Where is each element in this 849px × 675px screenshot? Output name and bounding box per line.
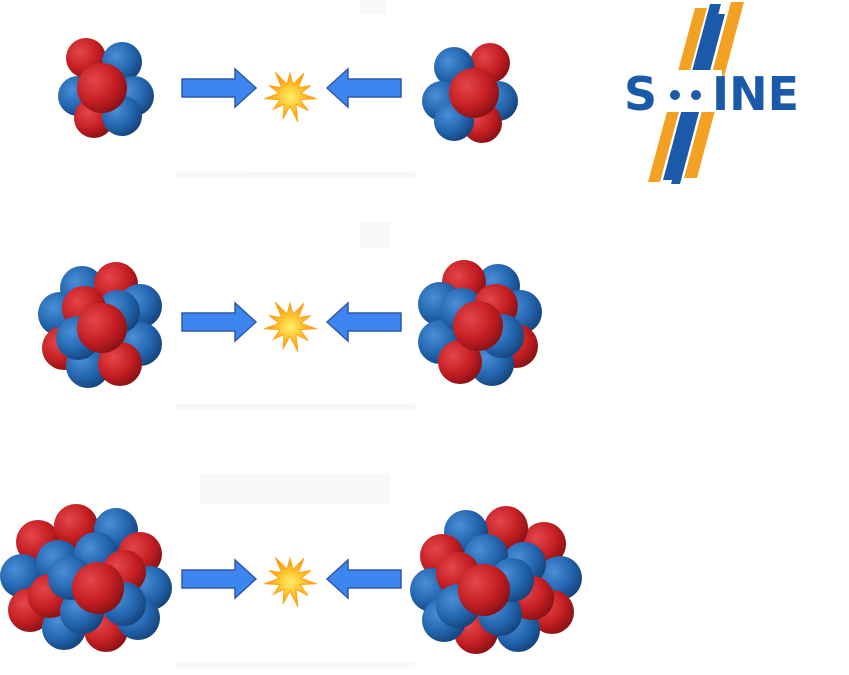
- proton-sphere: [77, 63, 127, 113]
- right-nucleus: [410, 506, 582, 654]
- collision-burst-icon: [264, 556, 317, 608]
- small-nuclei-collision: [58, 38, 518, 143]
- left-arrow: [325, 67, 402, 109]
- logo-text-right: INE: [712, 67, 799, 121]
- logo-dot: [691, 90, 701, 100]
- proton-sphere: [72, 562, 124, 614]
- left-nucleus: [38, 262, 162, 388]
- logo-text-left: S: [624, 67, 657, 121]
- large-nuclei-collision: [0, 504, 582, 654]
- right-nucleus: [418, 260, 542, 386]
- medium-nuclei-collision: [38, 260, 542, 388]
- proton-sphere: [438, 340, 482, 384]
- logo-dot: [670, 90, 680, 100]
- right-arrow: [181, 558, 258, 600]
- proton-sphere: [77, 303, 127, 353]
- right-arrow: [181, 67, 258, 109]
- left-nucleus: [0, 504, 172, 652]
- collision-burst-icon: [264, 71, 317, 123]
- proton-sphere: [449, 68, 499, 118]
- left-arrow: [325, 301, 402, 343]
- right-nucleus: [422, 43, 518, 143]
- proton-sphere: [98, 342, 142, 386]
- collision-burst-icon: [264, 301, 317, 353]
- shine-logo: S INE: [624, 2, 799, 184]
- background-shadows: [175, 0, 415, 668]
- proton-sphere: [458, 564, 510, 616]
- logo-text-backdrop: [660, 70, 722, 112]
- proton-sphere: [453, 301, 503, 351]
- right-arrow: [181, 301, 258, 343]
- left-nucleus: [58, 38, 154, 138]
- left-arrow: [325, 558, 402, 600]
